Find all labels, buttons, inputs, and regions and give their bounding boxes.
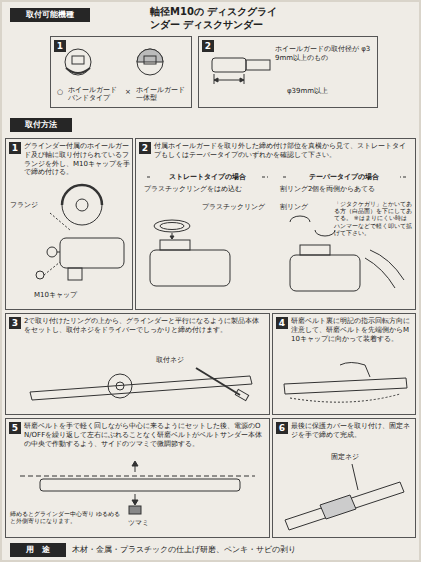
title-text: 軸径M10の ディスクグラインダー ディスクサンダー — [150, 6, 280, 31]
section-heading: 用 途 — [10, 543, 66, 557]
step-number: 5 — [9, 422, 21, 434]
step-panel: 5研磨ベルトを手で軽く回しながら中心に来るようにセットした後、電源のON/OFF… — [5, 418, 270, 538]
instruction-text: プラスチックリングをはめ込む — [144, 185, 270, 193]
type-heading: ストレートタイプの場合 — [152, 173, 262, 182]
step-number: 2 — [202, 40, 214, 52]
step-number: 3 — [9, 317, 21, 329]
instruction-text: 研磨ベルト裏に明記の指示回転方向に注意して、研磨ベルトを先端側からM10キャップ… — [291, 317, 413, 343]
instruction-text: 付属ホイールガードを取り外した締め付け部位を真横から見て、ストレートタイプもしく… — [154, 142, 412, 160]
step-panel: 32で取り付けたリングの上から、グラインダーと平行になるように製品本体をセットし… — [5, 313, 270, 415]
usage-text: 木材・金属・プラスチックの仕上げ研磨、ペンキ・サビの剥り — [72, 545, 412, 554]
instruction-text: ○ — [57, 88, 67, 97]
instruction-text: φ39mm以上 — [287, 87, 367, 96]
step-number: 6 — [276, 422, 288, 434]
step-panel: 1 ○ホイールガード バンドタイプ ×ホイールガード 一体型 — [50, 36, 192, 108]
section-heading: 取付方法 — [10, 118, 72, 132]
step-number: 4 — [276, 317, 288, 329]
instruction-text: 取付ネジ — [156, 356, 206, 365]
step-panel: 1グラインダー付属のホイールガード及び軸に取り付けられているフランジを外し、M1… — [5, 138, 133, 310]
instruction-text: 割リング2個を両側からあてる — [280, 185, 410, 193]
instruction-text: 研磨ベルトを手で軽く回しながら中心に来るようにセットした後、電源のON/OFFを… — [24, 422, 266, 448]
step-number: 1 — [9, 142, 21, 154]
instruction-text: プラスチックリング — [202, 203, 270, 211]
instruction-text: ホイールガード 一体型 — [136, 86, 190, 102]
instruction-text: フランジ — [10, 201, 50, 210]
instruction-text: 「ジタクケガリ」とかいてある方（白品面）を下にしてあてる。 ※はまりにくい時はハ… — [334, 201, 412, 237]
type-heading: テーパータイプの場合 — [288, 173, 400, 182]
step-number: 2 — [139, 142, 151, 154]
sub-panel: テーパータイプの場合割リング2個を両側からあてる割リング 「ジタクケガリ」とかいて… — [276, 171, 414, 307]
section-tag: 取付方法 — [10, 118, 72, 132]
instruction-text: ツマミ — [128, 519, 164, 528]
instruction-text: M10キャップ — [34, 291, 104, 300]
section-heading: 取付可能機種 — [10, 8, 90, 22]
sub-panel: ストレートタイプの場合プラスチックリングをはめ込むプラスチックリング — [140, 171, 274, 307]
instruction-text: 締めるとグラインダー中心寄り ゆるめると外側寄りになります。 — [10, 511, 120, 525]
section-tag: 取付可能機種 — [10, 8, 90, 22]
step-panel: 2付属ホイールガードを取り外した締め付け部位を真横から見て、ストレートタイプもし… — [135, 138, 416, 310]
instruction-text: × — [125, 88, 135, 97]
section-tag: 用 途 — [10, 543, 66, 557]
instruction-text: 固定ネジ — [331, 453, 375, 462]
instruction-text: 2で取り付けたリングの上から、グラインダーと平行になるように製品本体をセットし、… — [24, 317, 266, 335]
step-panel: 2 ホイールガードの取付径が φ39mm以上のもの φ39mm以上 — [198, 36, 378, 108]
instruction-text: 割リング — [280, 203, 320, 211]
step-number: 1 — [54, 40, 66, 52]
instruction-text: ホイールガード バンドタイプ — [68, 86, 120, 102]
instruction-text: グラインダー付属のホイールガード及び軸に取り付けられているフランジを外し、M10… — [24, 142, 130, 177]
instruction-text: ホイールガードの取付径が φ39mm以上のもの — [275, 45, 373, 63]
instruction-text: 最後に保護カバーを取り付け、固定ネジを手で締めて完成。 — [291, 422, 413, 440]
step-panel: 4研磨ベルト裏に明記の指示回転方向に注意して、研磨ベルトを先端側からM10キャッ… — [272, 313, 416, 415]
step-panel: 6最後に保護カバーを取り付け、固定ネジを手で締めて完成。固定ネジ — [272, 418, 416, 538]
